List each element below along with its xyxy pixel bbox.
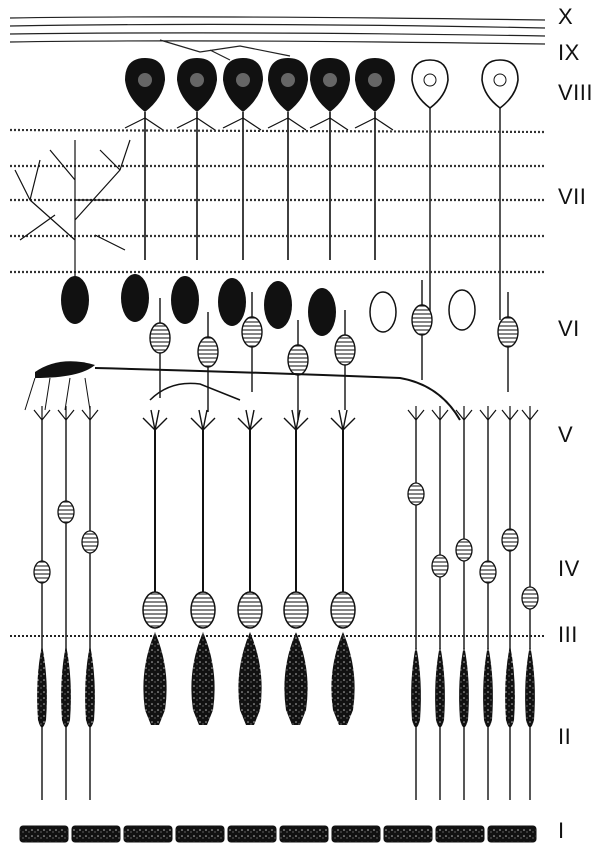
ganglion-nucleus — [281, 73, 295, 87]
rod-nucleus — [432, 555, 448, 577]
cone-pedicle — [284, 410, 308, 430]
layer-label-x: X — [558, 4, 573, 30]
cone-pedicle — [238, 410, 262, 430]
ganglion-nucleus — [424, 74, 436, 86]
bipolar-cell-body — [498, 317, 518, 347]
cone-pedicle — [331, 410, 355, 430]
pigment-cell — [228, 826, 276, 842]
rod-spherule — [34, 406, 50, 420]
pigment-cell — [384, 826, 432, 842]
layer-label-iii: III — [558, 622, 578, 648]
photoreceptor-row — [34, 406, 538, 800]
rod-nucleus — [522, 587, 538, 609]
rod-spherule — [522, 406, 538, 420]
pigment-cell — [488, 826, 536, 842]
rod-outer-segment — [435, 645, 445, 728]
layer-label-ix: IX — [558, 40, 580, 66]
ganglion-nucleus — [494, 74, 506, 86]
rod-nucleus — [480, 561, 496, 583]
rod-outer-segment — [37, 645, 47, 728]
cone-inner-segment — [143, 632, 166, 725]
ganglion-dendrite — [223, 118, 261, 130]
bipolar-cell-body — [335, 335, 355, 365]
cone-inner-segment — [238, 632, 261, 725]
layer-label-vi: VI — [558, 316, 580, 342]
rod-outer-segment — [459, 645, 469, 728]
cone-nucleus — [331, 592, 355, 628]
rod-outer-segment — [505, 645, 515, 728]
bipolar-cell-body — [242, 317, 262, 347]
ganglion-dendrite — [125, 118, 163, 130]
amacrine-cell-body — [264, 281, 292, 329]
ganglion-nucleus — [236, 73, 250, 87]
cone-inner-segment — [331, 632, 354, 725]
rod-spherule — [82, 406, 98, 420]
rod-spherule — [502, 406, 518, 420]
rod-nucleus — [34, 561, 50, 583]
cone-inner-segment — [284, 632, 307, 725]
rod-nucleus — [456, 539, 472, 561]
rod-outer-segment — [61, 645, 71, 728]
ganglion-dendrite — [310, 118, 348, 130]
pigment-cell — [20, 826, 68, 842]
layer-label-i: I — [558, 818, 565, 844]
layer-label-v: V — [558, 422, 573, 448]
rod-outer-segment — [85, 645, 95, 728]
cone-pedicle — [143, 410, 167, 430]
amacrine-cell-body — [449, 290, 475, 330]
amacrine-cell-body — [218, 278, 246, 326]
ganglion-nucleus — [323, 73, 337, 87]
rod-spherule — [432, 406, 448, 420]
ganglion-dendrite — [268, 118, 306, 130]
bipolar-cell-body — [150, 323, 170, 353]
rod-spherule — [480, 406, 496, 420]
layer-label-viii: VIII — [558, 80, 593, 106]
pigment-cell — [176, 826, 224, 842]
cone-nucleus — [284, 592, 308, 628]
pigment-cell — [124, 826, 172, 842]
amacrine-cell-body — [121, 274, 149, 322]
layer-label-ii: II — [558, 724, 571, 750]
cone-inner-segment — [191, 632, 214, 725]
amacrine-cell-body — [308, 288, 336, 336]
rod-nucleus — [82, 531, 98, 553]
cone-nucleus — [191, 592, 215, 628]
layer-label-vii: VII — [558, 184, 586, 210]
inner-plexiform-bands — [10, 130, 545, 272]
pigment-cell — [332, 826, 380, 842]
rod-outer-segment — [525, 645, 535, 728]
pigment-epithelium — [20, 826, 536, 842]
amacrine-cell-body — [171, 276, 199, 324]
amacrine-cell-body — [370, 292, 396, 332]
ganglion-nucleus — [138, 73, 152, 87]
bipolar-cell-body — [288, 345, 308, 375]
ganglion-nucleus — [368, 73, 382, 87]
ganglion-dendrite — [355, 118, 393, 130]
cone-nucleus — [238, 592, 262, 628]
layer-label-iv: IV — [558, 556, 580, 582]
amacrine-cell-body — [61, 276, 89, 324]
bipolar-cell-body — [412, 305, 432, 335]
pigment-cell — [436, 826, 484, 842]
pigment-cell — [280, 826, 328, 842]
rod-nucleus — [408, 483, 424, 505]
rod-outer-segment — [483, 645, 493, 728]
rod-spherule — [58, 406, 74, 420]
ganglion-nucleus — [190, 73, 204, 87]
rod-nucleus — [58, 501, 74, 523]
rod-nucleus — [502, 529, 518, 551]
retina-illustration — [0, 0, 550, 846]
cone-pedicle — [191, 410, 215, 430]
pigment-cell — [72, 826, 120, 842]
rod-outer-segment — [411, 645, 421, 728]
bipolar-cell-body — [198, 337, 218, 367]
ganglion-dendrite — [177, 118, 215, 130]
cone-nucleus — [143, 592, 167, 628]
amacrine-dendritic-tree — [15, 140, 130, 280]
rod-spherule — [408, 406, 424, 420]
nerve-fiber-layer — [10, 17, 545, 60]
